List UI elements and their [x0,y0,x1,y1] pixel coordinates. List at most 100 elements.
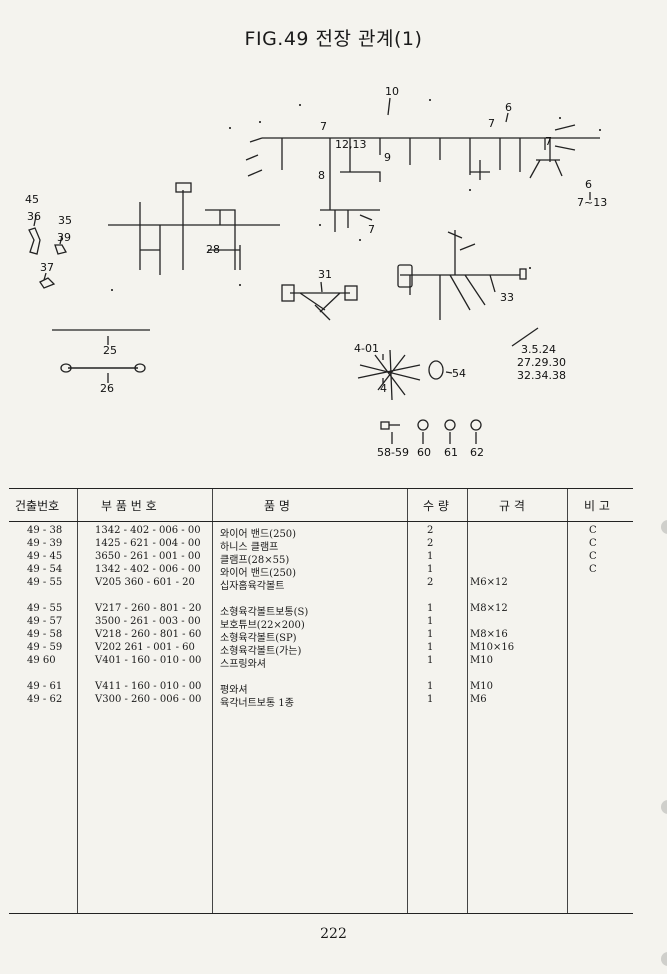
svg-text:27.29.30: 27.29.30 [517,356,566,369]
page-title: FIG.49 전장 관계(1) [244,28,423,50]
cell-name: 하니스 클램프 [220,542,279,553]
cell-part: V217 - 260 - 801 - 20 [95,603,202,614]
cell-note: C [589,564,597,575]
page-number: 222 [320,926,347,942]
col-ref: 건출번호 [15,499,60,513]
col-qty: 수 량 [423,499,449,513]
cell-part: V411 - 160 - 010 - 00 [95,681,202,692]
cell-name: 보호튜브(22×200) [220,620,305,631]
cell-part: 1342 - 402 - 006 - 00 [95,564,201,575]
svg-text:45: 45 [25,193,39,206]
col-spec: 규 격 [499,499,525,513]
cell-qty: 1 [427,551,434,562]
cell-ref: 49 60 [27,655,56,666]
table-row: 49 - 39 1425 - 621 - 004 - 00 하니스 클램프 2 C [9,538,633,553]
svg-text:35: 35 [58,214,72,227]
cell-spec: M6 [470,694,487,705]
cell-qty: 1 [427,629,434,640]
svg-text:4-01: 4-01 [354,342,379,355]
cell-part: 3650 - 261 - 001 - 00 [95,551,201,562]
svg-text:7: 7 [488,117,495,130]
svg-text:9: 9 [384,151,391,164]
cell-ref: 49 - 54 [27,564,63,575]
cell-ref: 49 - 55 [27,603,63,614]
svg-text:26: 26 [100,382,114,395]
cell-note: C [589,525,597,536]
cell-qty: 2 [427,577,434,588]
table-row: 49 - 45 3650 - 261 - 001 - 00 클램프(28×55) 1 C [9,551,633,566]
cell-qty: 1 [427,564,434,575]
cell-name: 육각너트보통 1종 [220,698,294,709]
svg-text:7: 7 [545,135,552,148]
cell-qty: 2 [427,538,434,549]
cell-qty: 1 [427,603,434,614]
cell-qty: 1 [427,681,434,692]
svg-text:61: 61 [444,446,458,459]
table-row: 49 - 55 V217 - 260 - 801 - 20 소형육각볼트보통(S) 1… [9,603,633,618]
cell-qty: 1 [427,642,434,653]
cell-qty: 1 [427,655,434,666]
cell-part: 1425 - 621 - 004 - 00 [95,538,201,549]
cell-part: V218 - 260 - 801 - 60 [95,629,202,640]
svg-text:8: 8 [318,169,325,182]
svg-text:37: 37 [40,261,54,274]
col-part: 부 품 번 호 [101,499,157,513]
table-header: 건출번호 부 품 번 호 품 명 수 량 규 격 비 고 [9,489,633,522]
cell-part: V401 - 160 - 010 - 00 [95,655,202,666]
svg-text:31: 31 [318,268,332,281]
cell-name: 클램프(28×55) [220,555,290,566]
cell-ref: 49 - 38 [27,525,63,536]
cell-part: 3500 - 261 - 003 - 00 [95,616,201,627]
svg-text:10: 10 [385,85,399,98]
svg-text:6: 6 [585,178,592,191]
svg-text:60: 60 [417,446,431,459]
cell-ref: 49 - 61 [27,681,63,692]
table-row: 49 - 61 V411 - 160 - 010 - 00 평와셔 1 M10 [9,681,633,696]
svg-text:54: 54 [452,367,466,380]
cell-qty: 2 [427,525,434,536]
cell-ref: 49 - 62 [27,694,63,705]
cell-note: C [589,551,597,562]
svg-text:3.5.24: 3.5.24 [521,343,556,356]
svg-text:36: 36 [27,210,41,223]
cell-ref: 49 - 39 [27,538,63,549]
cell-ref: 49 - 55 [27,577,63,588]
cell-name: 스프링와셔 [220,659,266,670]
svg-text:33: 33 [500,291,514,304]
svg-text:39: 39 [57,231,71,244]
cell-ref: 49 - 45 [27,551,63,562]
svg-text:32.34.38: 32.34.38 [517,369,566,382]
svg-text:62: 62 [470,446,484,459]
cell-spec: M6×12 [470,577,508,588]
svg-text:28: 28 [206,243,220,256]
svg-text:25: 25 [103,344,117,357]
svg-text:4: 4 [380,382,387,395]
table-row: 49 - 55 V205 360 - 601 - 20 십자홈육각볼트 2 M6×12 [9,577,633,592]
cell-spec: M8×12 [470,603,508,614]
cell-spec: M10 [470,655,493,666]
cell-name: 십자홈육각볼트 [220,581,285,592]
cell-name: 소형육각볼트보통(S) [220,607,309,618]
cell-name: 소형육각볼트(SP) [220,633,297,644]
svg-text:7~13: 7~13 [577,196,607,209]
cell-name: 소형육각볼트(가는) [220,646,302,657]
binding-hole [661,800,667,814]
cell-name: 평와셔 [220,685,248,696]
cell-note: C [589,538,597,549]
col-note: 비 고 [584,499,610,513]
svg-text:6: 6 [505,101,512,114]
table-row: 49 60 V401 - 160 - 010 - 00 스프링와셔 1 M10 [9,655,633,670]
cell-ref: 49 - 59 [27,642,63,653]
cell-spec: M10 [470,681,493,692]
svg-text:7: 7 [368,223,375,236]
cell-part: V205 360 - 601 - 20 [95,577,195,588]
cell-spec: M10×16 [470,642,515,653]
cell-part: V300 - 260 - 006 - 00 [95,694,202,705]
svg-text:7: 7 [320,120,327,133]
